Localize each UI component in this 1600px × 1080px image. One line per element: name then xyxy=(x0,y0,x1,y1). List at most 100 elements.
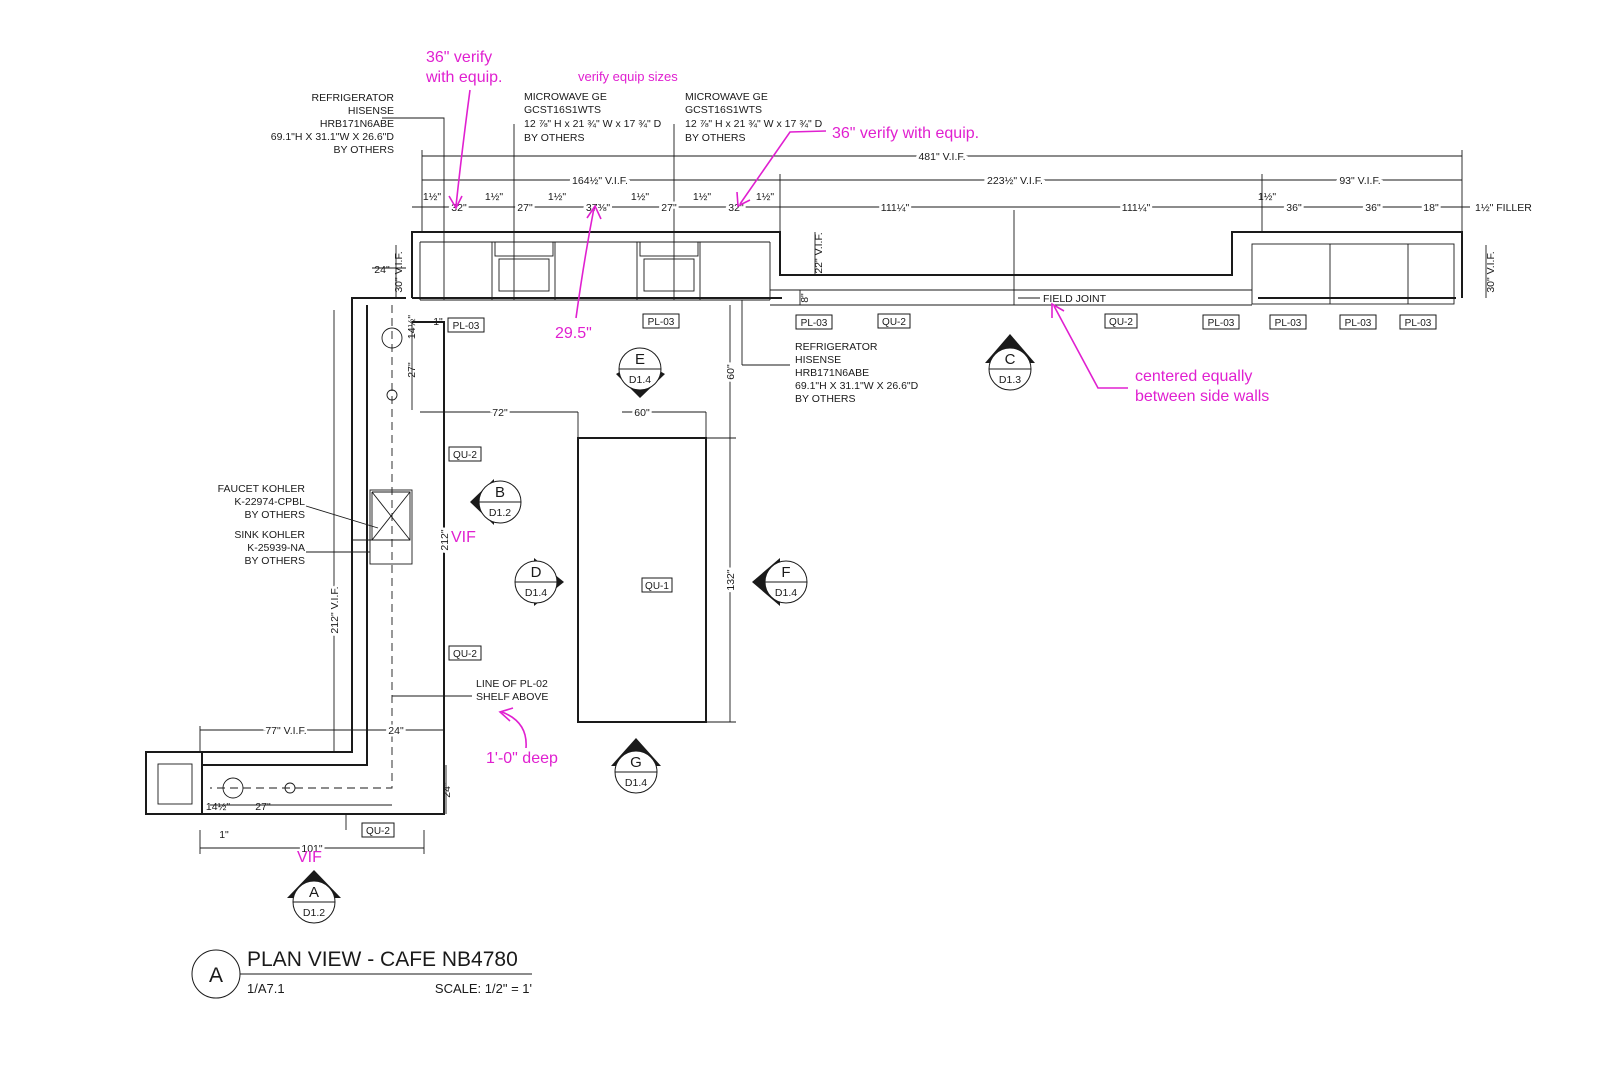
svg-text:24": 24" xyxy=(441,782,453,798)
filler-label: 1½" FILLER xyxy=(1475,202,1532,214)
svg-text:1½": 1½" xyxy=(485,191,504,203)
svg-text:29.5": 29.5" xyxy=(555,325,592,342)
left-counter-run xyxy=(145,297,445,815)
drawing-scale: SCALE: 1/2" = 1' xyxy=(435,981,532,996)
svg-text:36": 36" xyxy=(1286,202,1302,214)
svg-text:K-22974-CPBL: K-22974-CPBL xyxy=(234,496,305,508)
svg-text:12 ⅞" H x 21 ¾" W x 17 ¾" D: 12 ⅞" H x 21 ¾" W x 17 ¾" D xyxy=(524,118,662,130)
title-bubble: A xyxy=(209,964,223,987)
svg-text:D1.3: D1.3 xyxy=(999,374,1021,386)
callout-refrigerator-left: REFRIGERATOR HISENSE HRB171N6ABE 69.1"H … xyxy=(271,92,395,156)
top-counter-run xyxy=(411,210,1463,306)
svg-text:111¼": 111¼" xyxy=(1122,202,1151,214)
tag-pl03: PL-03 xyxy=(1202,314,1240,330)
svg-text:QU-2: QU-2 xyxy=(453,649,477,660)
svg-text:A: A xyxy=(309,884,319,901)
svg-text:36": 36" xyxy=(1365,202,1381,214)
svg-text:BY OTHERS: BY OTHERS xyxy=(524,132,585,144)
svg-text:PL-03: PL-03 xyxy=(453,321,480,332)
svg-text:BY OTHERS: BY OTHERS xyxy=(685,132,746,144)
tag-pl03: PL-03 xyxy=(447,317,485,333)
sheet-reference: 1/A7.1 xyxy=(247,981,285,996)
svg-text:1½": 1½" xyxy=(423,191,442,203)
tag-qu1: QU-1 xyxy=(641,577,673,593)
svg-text:PL-03: PL-03 xyxy=(1208,318,1235,329)
svg-text:between side walls: between side walls xyxy=(1135,388,1269,405)
svg-text:E: E xyxy=(635,351,645,368)
svg-text:HRB171N6ABE: HRB171N6ABE xyxy=(795,367,869,379)
svg-text:B: B xyxy=(495,484,505,501)
tag-pl03: PL-03 xyxy=(642,313,680,329)
svg-text:24": 24" xyxy=(374,264,390,276)
svg-text:36" verify: 36" verify xyxy=(426,49,492,66)
section-marker-d: D D1.4 xyxy=(514,558,564,606)
svg-text:REFRIGERATOR: REFRIGERATOR xyxy=(795,341,878,353)
svg-text:69.1"H X 31.1"W X 26.6"D: 69.1"H X 31.1"W X 26.6"D xyxy=(271,131,395,143)
drawing-title: PLAN VIEW - CAFE NB4780 xyxy=(247,948,518,971)
callout-sink: SINK KOHLER K-25939-NA BY OTHERS xyxy=(234,529,305,567)
tag-qu2: QU-2 xyxy=(877,313,911,329)
svg-text:111¼": 111¼" xyxy=(881,202,910,214)
svg-text:1½": 1½" xyxy=(631,191,650,203)
svg-text:QU-2: QU-2 xyxy=(1109,317,1133,328)
svg-text:REFRIGERATOR: REFRIGERATOR xyxy=(312,92,395,104)
svg-text:24": 24" xyxy=(388,725,404,737)
svg-text:PL-03: PL-03 xyxy=(648,317,675,328)
svg-text:LINE OF PL-02: LINE OF PL-02 xyxy=(476,678,548,690)
svg-text:PL-03: PL-03 xyxy=(1405,318,1432,329)
svg-text:BY OTHERS: BY OTHERS xyxy=(245,555,306,567)
tag-qu2: QU-2 xyxy=(448,446,482,462)
svg-text:60": 60" xyxy=(725,364,737,380)
svg-text:PL-03: PL-03 xyxy=(801,318,828,329)
svg-text:36" verify with equip.: 36" verify with equip. xyxy=(832,125,979,142)
svg-text:8": 8" xyxy=(799,293,811,303)
svg-text:77" V.I.F.: 77" V.I.F. xyxy=(265,725,306,737)
field-joint-label: FIELD JOINT xyxy=(1043,293,1107,305)
svg-text:1": 1" xyxy=(219,829,229,841)
material-tags: PL-03 PL-03 PL-03 QU-2 QU-2 PL-03 PL-03 … xyxy=(361,313,1437,838)
svg-text:D1.2: D1.2 xyxy=(303,907,325,919)
svg-text:centered equally: centered equally xyxy=(1135,368,1252,385)
svg-text:1": 1" xyxy=(433,316,443,328)
svg-text:D1.4: D1.4 xyxy=(625,777,647,789)
svg-text:BY OTHERS: BY OTHERS xyxy=(245,509,306,521)
tag-pl03: PL-03 xyxy=(1339,314,1377,330)
svg-text:481" V.I.F.: 481" V.I.F. xyxy=(918,151,965,163)
svg-text:14½": 14½" xyxy=(406,315,418,339)
svg-text:GCST16S1WTS: GCST16S1WTS xyxy=(524,104,601,116)
svg-text:27": 27" xyxy=(406,362,418,378)
callout-faucet: FAUCET KOHLER K-22974-CPBL BY OTHERS xyxy=(218,483,306,521)
svg-text:C: C xyxy=(1005,351,1016,368)
svg-text:D1.4: D1.4 xyxy=(775,587,797,599)
svg-text:verify equip sizes: verify equip sizes xyxy=(578,69,678,84)
svg-text:12 ⅞" H x 21 ¾" W x 17 ¾" D: 12 ⅞" H x 21 ¾" W x 17 ¾" D xyxy=(685,118,823,130)
island: QU-1 xyxy=(577,437,707,723)
section-marker-c: C D1.3 xyxy=(985,334,1035,391)
svg-text:D1.4: D1.4 xyxy=(629,374,651,386)
svg-text:PL-03: PL-03 xyxy=(1275,318,1302,329)
section-marker-g: G D1.4 xyxy=(611,738,661,794)
callout-microwave-1: MICROWAVE GE GCST16S1WTS 12 ⅞" H x 21 ¾"… xyxy=(524,91,662,144)
callout-microwave-2: MICROWAVE GE GCST16S1WTS 12 ⅞" H x 21 ¾"… xyxy=(685,91,823,144)
svg-text:72": 72" xyxy=(492,407,508,419)
tag-pl03: PL-03 xyxy=(1399,314,1437,330)
svg-text:223½" V.I.F.: 223½" V.I.F. xyxy=(987,175,1043,187)
svg-text:with equip.: with equip. xyxy=(425,69,503,86)
svg-text:HRB171N6ABE: HRB171N6ABE xyxy=(320,118,394,130)
svg-text:1'-0" deep: 1'-0" deep xyxy=(486,750,558,767)
svg-text:164½" V.I.F.: 164½" V.I.F. xyxy=(572,175,628,187)
callout-refrigerator-right: REFRIGERATOR HISENSE HRB171N6ABE 69.1"H … xyxy=(795,341,919,405)
svg-text:132": 132" xyxy=(725,569,737,591)
svg-text:HISENSE: HISENSE xyxy=(795,354,841,366)
svg-text:BY OTHERS: BY OTHERS xyxy=(334,144,395,156)
svg-text:BY OTHERS: BY OTHERS xyxy=(795,393,856,405)
svg-text:VIF: VIF xyxy=(451,529,476,546)
section-marker-f: F D1.4 xyxy=(752,558,808,606)
svg-text:1½": 1½" xyxy=(693,191,712,203)
svg-text:1½": 1½" xyxy=(1258,191,1277,203)
svg-text:QU-1: QU-1 xyxy=(645,581,669,592)
svg-text:HISENSE: HISENSE xyxy=(348,105,394,117)
svg-text:SINK KOHLER: SINK KOHLER xyxy=(234,529,305,541)
svg-text:G: G xyxy=(630,754,642,771)
